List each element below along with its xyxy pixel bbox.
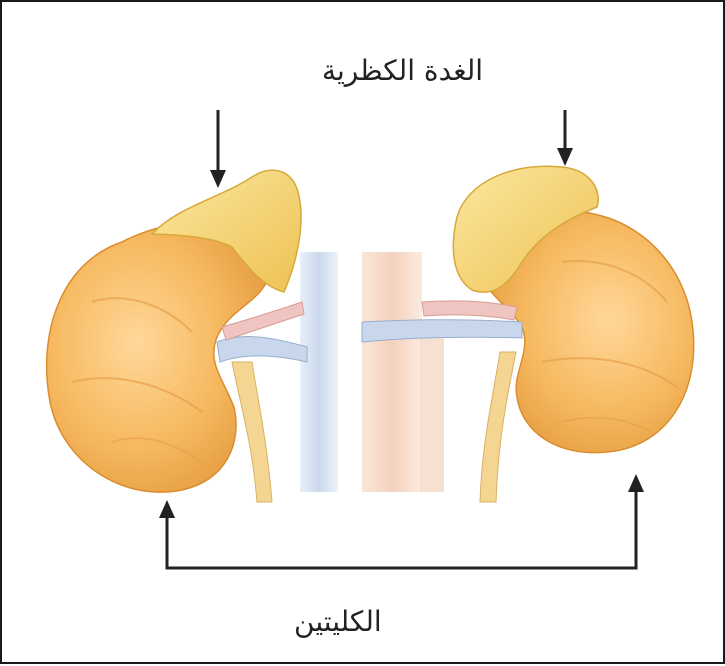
left-ureter: [232, 362, 272, 502]
arrow-down-icon: [557, 110, 573, 166]
arrow-up-icon: [628, 474, 644, 492]
arrow-up-icon: [159, 500, 175, 518]
arrow-down-icon: [210, 110, 226, 188]
central-vessels: [300, 252, 444, 492]
right-ureter: [480, 352, 516, 502]
kidneys-label: الكليتين: [294, 605, 382, 638]
adrenal-gland-label: الغدة الكظرية: [322, 54, 483, 87]
